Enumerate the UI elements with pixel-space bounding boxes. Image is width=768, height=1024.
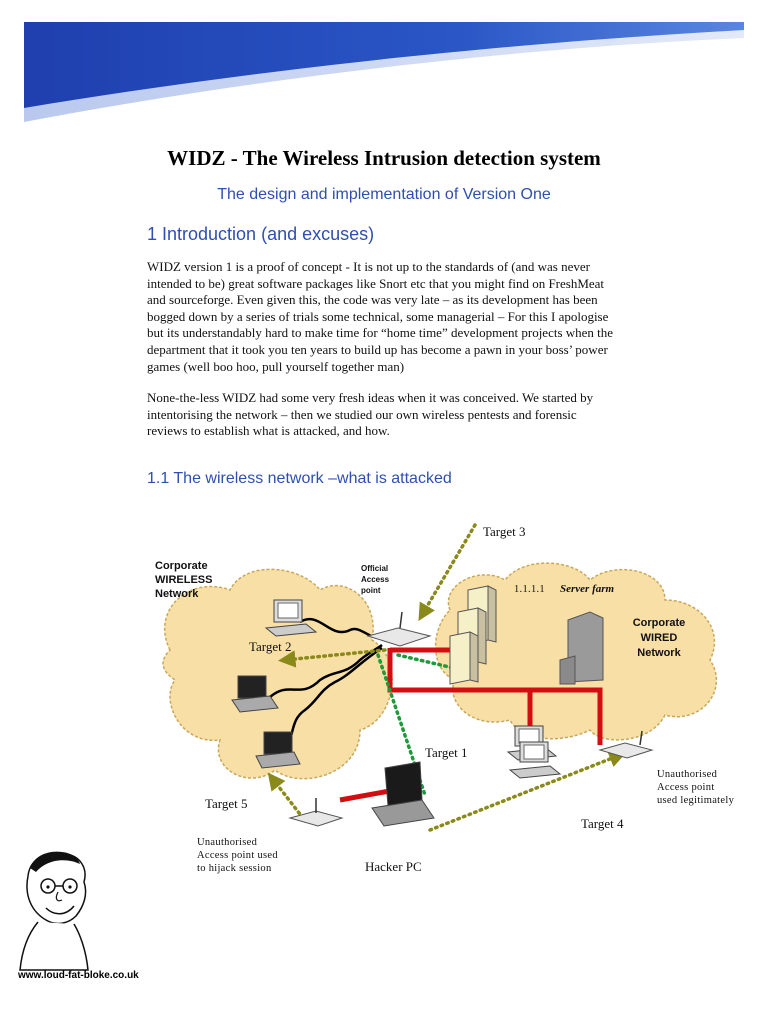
footer-url: www.loud-fat-bloke.co.uk <box>18 970 139 981</box>
svg-text:Network: Network <box>155 588 199 600</box>
server-icon <box>449 585 497 685</box>
section-heading-introduction: 1 Introduction (and excuses) <box>147 224 375 244</box>
svg-text:Access: Access <box>361 575 390 584</box>
svg-text:WIRED: WIRED <box>641 632 678 644</box>
mascot-caricature <box>19 851 89 971</box>
svg-text:Network: Network <box>637 647 681 659</box>
wireless-network-label: Corporate WIRELESS Network <box>155 560 212 600</box>
document-title: WIDZ - The Wireless Intrusion detection … <box>167 146 601 170</box>
desktop-computer-icon <box>264 599 318 637</box>
intro-paragraph-2: None-the-less WIDZ had some very fresh i… <box>147 390 662 440</box>
desktop-computer-icon <box>508 741 562 779</box>
intro-paragraph-1: WIDZ version 1 is a proof of concept - I… <box>147 259 662 375</box>
paragraph-line: intentorising the network – then we stud… <box>147 406 577 422</box>
header-banner <box>24 22 744 122</box>
server-farm-number: 1.1.1.1 <box>514 584 545 595</box>
svg-text:Unauthorised: Unauthorised <box>197 837 258 848</box>
server-farm-label: Server farm <box>560 583 615 595</box>
target-4-label: Target 4 <box>581 816 624 831</box>
paragraph-line: bogged down by a series of trials some t… <box>147 308 609 324</box>
hacker-laptop-icon <box>371 761 435 827</box>
building-icon <box>559 611 604 685</box>
official-access-point-label: Official Access point <box>361 564 390 595</box>
svg-text:point: point <box>361 586 381 595</box>
hacker-pc-label: Hacker PC <box>365 859 422 874</box>
target-5-label: Target 5 <box>205 796 248 811</box>
paragraph-line: department that it took you ten years to… <box>147 341 608 357</box>
laptop-icon <box>231 675 279 713</box>
svg-text:Unauthorised: Unauthorised <box>657 769 718 780</box>
paragraph-line: WIDZ version 1 is a proof of concept - I… <box>147 259 590 274</box>
paragraph-line: None-the-less WIDZ had some very fresh i… <box>147 390 594 405</box>
svg-text:Official: Official <box>361 564 388 573</box>
attack-arrows <box>267 523 627 832</box>
wired-network-label: Corporate WIRED Network <box>633 617 686 659</box>
svg-text:Corporate: Corporate <box>155 560 208 572</box>
paragraph-line: intended to be) great software packages … <box>147 275 605 291</box>
laptop-icon <box>255 731 301 769</box>
svg-text:used legitimately: used legitimately <box>657 795 735 806</box>
access-point-icon <box>288 798 344 827</box>
svg-text:Access point used: Access point used <box>197 850 278 861</box>
section-heading-wireless-network: 1.1 The wireless network –what is attack… <box>147 470 452 487</box>
document-subtitle: The design and implementation of Version… <box>217 186 551 203</box>
target-1-label: Target 1 <box>425 745 468 760</box>
paragraph-line: and sourceforge. Even given this, the co… <box>147 292 598 308</box>
svg-text:Corporate: Corporate <box>633 617 686 629</box>
paragraph-line: but its understandably hard to make time… <box>147 325 614 341</box>
svg-text:to hijack session: to hijack session <box>197 863 272 874</box>
unauthorised-ap-legit-label: Unauthorised Access point used legitimat… <box>657 769 735 806</box>
paragraph-line: games (well boo hoo, pull yourself toget… <box>147 358 405 374</box>
paragraph-line: reviews to establish what is attacked, a… <box>147 423 390 439</box>
svg-text:WIRELESS: WIRELESS <box>155 574 212 586</box>
target-2-label: Target 2 <box>249 639 292 654</box>
access-point-icon <box>366 611 432 647</box>
target-3-label: Target 3 <box>483 524 526 539</box>
network-diagram: Corporate WIRELESS Network Official Acce… <box>155 523 735 874</box>
wireless-network-cloud <box>162 568 393 780</box>
wired-links <box>339 647 603 803</box>
unauthorised-ap-hijack-label: Unauthorised Access point used to hijack… <box>197 837 278 874</box>
access-point-icon <box>598 730 654 759</box>
svg-text:Access point: Access point <box>657 782 715 793</box>
